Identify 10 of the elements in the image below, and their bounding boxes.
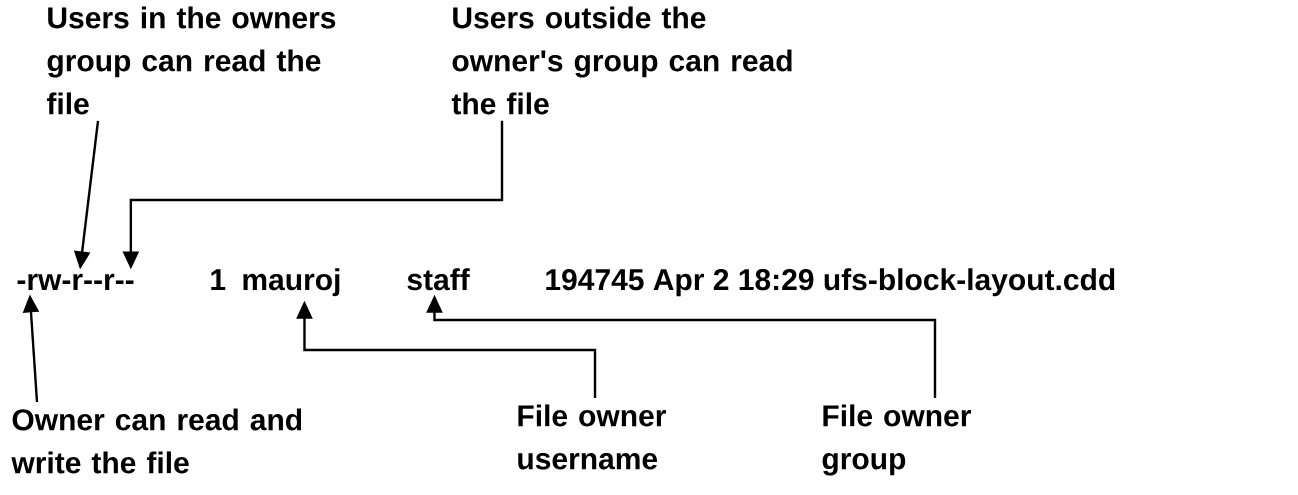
listing-text: mauroj [243,268,340,297]
listing-text: -rw-r--r-- [17,273,134,290]
listing-text: staff [407,268,470,291]
annotation-text: File owner username [518,404,666,470]
annotation-text: Owner can read and write the file [11,408,302,474]
annotation-text: Users outside the owner's group can read the file [451,6,792,115]
listing-text: 1 [211,269,226,290]
listing-text: 194745 Apr 2 18:29 ufs-block-layout.cdd [546,268,1115,297]
annotation-text: Users in the owners group can read the file [46,6,336,115]
annotation-text: File owner group [822,404,971,476]
